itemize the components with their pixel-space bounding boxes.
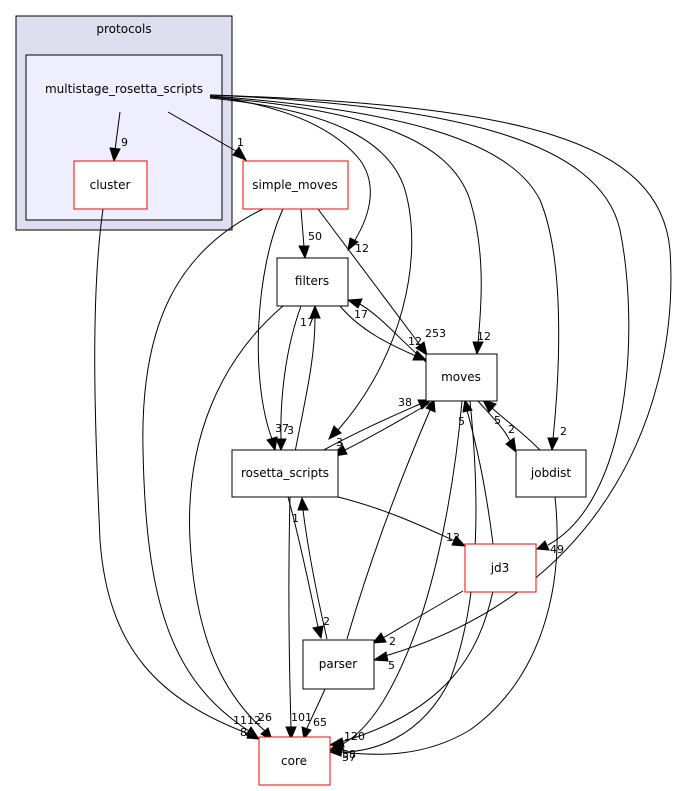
node-core-label: core bbox=[281, 754, 307, 768]
edge-count-label: 58 bbox=[342, 748, 356, 761]
node-moves-label: moves bbox=[441, 370, 481, 384]
edge-msrs-rs: 3 bbox=[209, 97, 413, 449]
edge-count-label: 5 bbox=[494, 414, 501, 427]
edge-jd3-moves bbox=[462, 398, 494, 545]
edge-simple-moves-filters: 50 bbox=[298, 208, 322, 260]
edge-moves-jobdist: 2 bbox=[477, 400, 517, 454]
edge-count-label: 17 bbox=[354, 308, 368, 321]
edge-count-label: 26 bbox=[258, 711, 272, 724]
edge-rs-jd3: 12 bbox=[337, 496, 467, 547]
node-simple-moves[interactable]: simple_moves bbox=[242, 160, 349, 210]
node-jd3-label: jd3 bbox=[490, 561, 510, 575]
edge-jobdist-core: 57 bbox=[328, 496, 558, 764]
edge-parser-moves bbox=[346, 398, 436, 640]
node-moves[interactable]: moves bbox=[425, 353, 498, 402]
edge-count-label: 37 bbox=[275, 422, 289, 435]
edge-count-label: 9 bbox=[121, 136, 128, 149]
edge-moves-rs: 2 bbox=[332, 401, 433, 457]
edge-filters-rs: 37 bbox=[275, 305, 302, 452]
edge-simple-moves-rs: 3 bbox=[257, 208, 294, 452]
edge-msrs-filters: 12 bbox=[209, 95, 371, 255]
edge-moves-filters: 12 bbox=[346, 298, 427, 363]
edge-count-label: 1112 bbox=[233, 714, 261, 727]
edge-count-label: 2 bbox=[337, 440, 344, 453]
edge-count-label: 1 bbox=[292, 512, 299, 525]
edge-rs-filters: 17 bbox=[294, 304, 321, 453]
edge-count-label: 2 bbox=[323, 615, 330, 628]
node-parser-label: parser bbox=[319, 657, 358, 671]
edge-simple-moves-moves: 253 bbox=[317, 208, 446, 357]
node-filters[interactable]: filters bbox=[276, 257, 349, 307]
node-filters-label: filters bbox=[295, 274, 329, 288]
edge-count-label: 120 bbox=[344, 730, 365, 743]
edge-count-label: 12 bbox=[446, 531, 460, 544]
edge-filters-core: 26 bbox=[189, 305, 284, 742]
node-simple-moves-label: simple_moves bbox=[252, 178, 337, 192]
node-jd3[interactable]: jd3 bbox=[464, 543, 537, 593]
node-cluster[interactable]: cluster bbox=[73, 160, 148, 210]
edge-rs-core: 101 bbox=[285, 496, 312, 741]
edge-count-label: 2 bbox=[508, 423, 515, 436]
edge-count-label: 17 bbox=[300, 316, 314, 329]
edge-count-label: 12 bbox=[408, 335, 422, 348]
edge-count-label: 2 bbox=[389, 635, 396, 648]
edge-jd3-parser: 2 bbox=[371, 590, 464, 648]
edge-count-label: 8 bbox=[240, 726, 247, 739]
edge-count-label: 3 bbox=[287, 424, 294, 437]
node-jobdist-label: jobdist bbox=[530, 466, 571, 480]
node-rosetta-scripts-label: rosetta_scripts bbox=[241, 466, 329, 480]
edge-filters-moves-a: 17 bbox=[339, 305, 428, 361]
edge-count-label: 12 bbox=[477, 330, 491, 343]
edge-parser-rs: 1 bbox=[292, 496, 328, 640]
edge-count-label: 50 bbox=[308, 230, 322, 243]
edge-rs-parser: 2 bbox=[287, 496, 330, 640]
node-core[interactable]: core bbox=[258, 736, 331, 786]
edge-msrs-jobdist: 2 bbox=[209, 95, 567, 452]
edge-msrs-moves: 12 bbox=[209, 96, 491, 356]
multistage-rosetta-scripts-label: multistage_rosetta_scripts bbox=[45, 82, 203, 96]
edge-msrs-cluster: 9 bbox=[109, 111, 128, 163]
edge-count-label: 253 bbox=[425, 327, 446, 340]
edge-count-label: 1 bbox=[237, 136, 244, 149]
edge-count-label: 65 bbox=[313, 716, 327, 729]
edge-jd3-core: 120 bbox=[328, 590, 494, 748]
node-jobdist[interactable]: jobdist bbox=[515, 449, 587, 498]
edge-msrs-simple-moves: 1 bbox=[167, 111, 248, 161]
edge-count-label: 38 bbox=[398, 396, 412, 409]
edge-parser-core: 65 bbox=[301, 688, 327, 741]
protocols-cluster-label: protocols bbox=[96, 22, 151, 36]
edge-moves-core-b: 58 bbox=[328, 400, 477, 761]
node-parser[interactable]: parser bbox=[302, 639, 375, 690]
edge-count-label: 5 bbox=[458, 415, 465, 428]
edge-count-label: 101 bbox=[291, 711, 312, 724]
edge-count-label: 12 bbox=[355, 242, 369, 255]
edge-count-label: 5 bbox=[388, 659, 395, 672]
edge-cluster-core: 8 bbox=[94, 208, 261, 740]
edge-count-label: 3 bbox=[336, 436, 343, 449]
edge-msrs-parser: 5 bbox=[209, 94, 672, 672]
edge-moves-core: 5 bbox=[328, 400, 465, 751]
edge-count-label: 2 bbox=[560, 425, 567, 438]
edge-count-label: 57 bbox=[342, 751, 356, 764]
edge-jobdist-moves: 5 bbox=[482, 399, 541, 451]
node-cluster-label: cluster bbox=[90, 178, 131, 192]
edge-rs-moves: 38 bbox=[319, 396, 433, 453]
node-rosetta-scripts[interactable]: rosetta_scripts bbox=[231, 449, 339, 498]
